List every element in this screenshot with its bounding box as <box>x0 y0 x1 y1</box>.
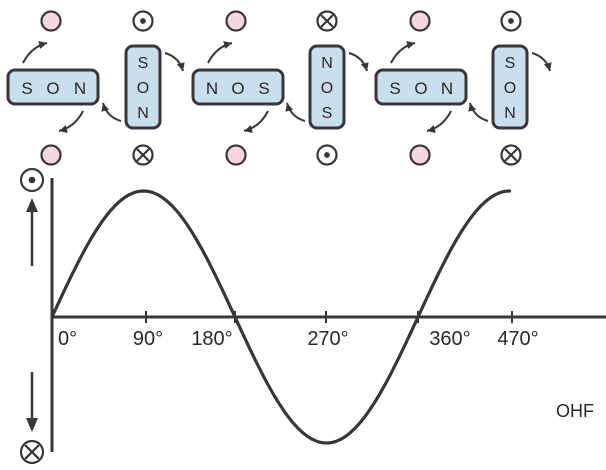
magnet-pole-label: N <box>206 79 218 98</box>
magnet-pole-label: S <box>138 55 149 72</box>
magnet-pole-label: N <box>137 105 149 122</box>
sine-waveform <box>50 189 512 445</box>
magnet-pole-label: O <box>504 80 516 97</box>
clockwise-curved-arrow-icon <box>426 110 452 133</box>
magnet-pole-label: S <box>258 79 269 98</box>
x-tick-label: 180° <box>191 328 232 350</box>
clockwise-curved-arrow-icon <box>207 41 233 64</box>
magnet-pole-label: O <box>231 79 244 98</box>
y-top-symbol-icon <box>19 167 45 193</box>
magnet-horizontal: N O S <box>191 68 285 106</box>
magnet-pole-label: O <box>321 80 333 97</box>
conductor-symbol-icon <box>500 144 522 166</box>
magnet-pole-label: O <box>414 79 427 98</box>
x-tick-label: 470° <box>497 328 538 350</box>
x-tick-label: 90° <box>133 328 163 350</box>
magnet-horizontal: S O N <box>6 68 100 106</box>
rotation-arrows <box>22 41 552 133</box>
up-arrow-icon <box>26 198 38 266</box>
conductor-symbol-icon <box>132 10 154 32</box>
conductor-symbol-icon <box>409 144 431 166</box>
side-label: OHF <box>556 401 594 421</box>
bottom-conductor-row <box>40 144 522 166</box>
clockwise-curved-arrow-icon <box>58 110 84 133</box>
clockwise-curved-arrow-icon <box>164 52 185 72</box>
clockwise-curved-arrow-icon <box>468 102 489 122</box>
x-tick-group: 0° 90° 180° 270° 360° 470° <box>51 311 539 350</box>
magnet-pole-label: O <box>46 79 59 98</box>
magnet-vertical: S O N <box>124 44 162 130</box>
clockwise-curved-arrow-icon <box>101 102 122 122</box>
magnet-pole-label: S <box>21 79 32 98</box>
magnet-horizontal: S O N <box>374 68 468 106</box>
down-arrow-icon <box>26 372 38 432</box>
conductor-symbol-icon <box>40 10 62 32</box>
conductor-symbol-icon <box>40 144 62 166</box>
conductor-symbol-icon <box>500 10 522 32</box>
x-tick-label: 0° <box>58 328 77 350</box>
clockwise-curved-arrow-icon <box>531 52 552 72</box>
clockwise-curved-arrow-icon <box>243 110 269 133</box>
clockwise-curved-arrow-icon <box>348 52 369 72</box>
magnet-row: S O N S O N N O S N O S S O N <box>6 44 529 130</box>
conductor-symbol-icon <box>316 10 338 32</box>
magnet-pole-label: O <box>137 80 149 97</box>
magnet-vertical: N O S <box>308 44 346 130</box>
y-bottom-symbol-icon <box>19 439 45 465</box>
magnet-pole-label: N <box>74 79 86 98</box>
top-conductor-row <box>40 10 522 32</box>
clockwise-curved-arrow-icon <box>22 41 48 64</box>
magnet-pole-label: N <box>441 79 453 98</box>
conductor-symbol-icon <box>132 144 154 166</box>
clockwise-curved-arrow-icon <box>390 41 416 64</box>
magnet-pole-label: S <box>389 79 400 98</box>
conductor-symbol-icon <box>225 10 247 32</box>
x-tick-label: 360° <box>429 328 470 350</box>
conductor-symbol-icon <box>409 10 431 32</box>
magnet-pole-label: N <box>504 105 516 122</box>
magnet-pole-label: S <box>505 55 516 72</box>
magnet-vertical: S O N <box>491 44 529 130</box>
clockwise-curved-arrow-icon <box>285 102 306 122</box>
x-tick-label: 270° <box>307 328 348 350</box>
magnet-pole-label: S <box>322 105 333 122</box>
conductor-symbol-icon <box>316 144 338 166</box>
magnet-pole-label: N <box>321 55 333 72</box>
conductor-symbol-icon <box>225 144 247 166</box>
